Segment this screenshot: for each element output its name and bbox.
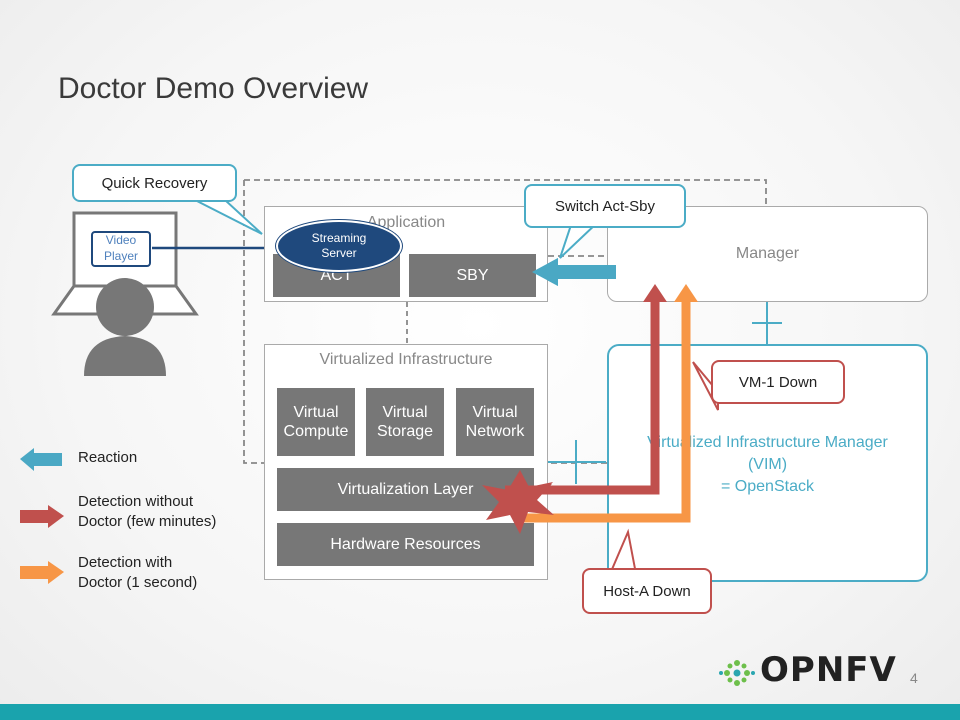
virtualization-layer[interactable]: Virtualization Layer — [277, 468, 534, 511]
vm1-down-text: VM-1 Down — [738, 374, 818, 391]
switch-act-sby-text: Switch Act-Sby — [554, 198, 656, 215]
virtual-network-label: Virtual Network — [465, 403, 525, 440]
vim-label: Virtualized Infrastructure Manager (VIM)… — [647, 434, 888, 495]
quick-recovery-text: Quick Recovery — [101, 175, 208, 192]
virtual-storage-label: Virtual Storage — [376, 403, 434, 440]
hardware-resources[interactable]: Hardware Resources — [277, 523, 534, 566]
legend-reaction-arrow-icon — [20, 448, 62, 471]
virtualized-infrastructure-label: Virtualized Infrastructure — [319, 351, 493, 368]
virtual-compute[interactable]: Virtual Compute — [277, 388, 355, 456]
application-label: Application — [366, 214, 446, 231]
video-player-label: Video Player — [103, 233, 138, 263]
video-player[interactable] — [91, 231, 151, 267]
user-icon — [84, 278, 166, 376]
virtualization-layer-label: Virtualization Layer — [337, 480, 474, 498]
virtual-storage[interactable]: Virtual Storage — [366, 388, 444, 456]
opnfv-logo-text: OPNFV — [760, 650, 897, 690]
legend-reaction: Reaction — [78, 449, 138, 466]
page-title: Doctor Demo Overview — [58, 72, 369, 105]
sby-label: SBY — [456, 266, 489, 284]
opnfv-logo-icon — [719, 660, 755, 686]
quick-recovery-callout: Quick Recovery — [72, 164, 237, 202]
legend-detection-without: Detection without Doctor (few minutes) — [78, 493, 217, 530]
hardware-resources-label: Hardware Resources — [330, 535, 481, 553]
virtual-network[interactable]: Virtual Network — [456, 388, 534, 456]
legend-detection-with: Detection with Doctor (1 second) — [78, 554, 198, 591]
host-a-down-callout: Host-A Down — [582, 568, 712, 614]
streaming-server-label: Streaming Server — [311, 231, 367, 260]
streaming-server[interactable]: Streaming Server — [276, 220, 402, 272]
switch-act-sby-callout: Switch Act-Sby — [524, 184, 686, 228]
virtual-compute-label: Virtual Compute — [283, 403, 349, 440]
legend-detection-with-arrow-icon — [20, 561, 64, 584]
page-number: 4 — [910, 670, 918, 686]
vm1-down-callout: VM-1 Down — [711, 360, 845, 404]
sby-vm[interactable]: SBY — [409, 254, 536, 297]
legend-detection-without-arrow-icon — [20, 505, 64, 528]
manager-label: Manager — [735, 245, 800, 262]
footer-bar — [0, 704, 960, 720]
host-a-down-text: Host-A Down — [603, 583, 691, 600]
